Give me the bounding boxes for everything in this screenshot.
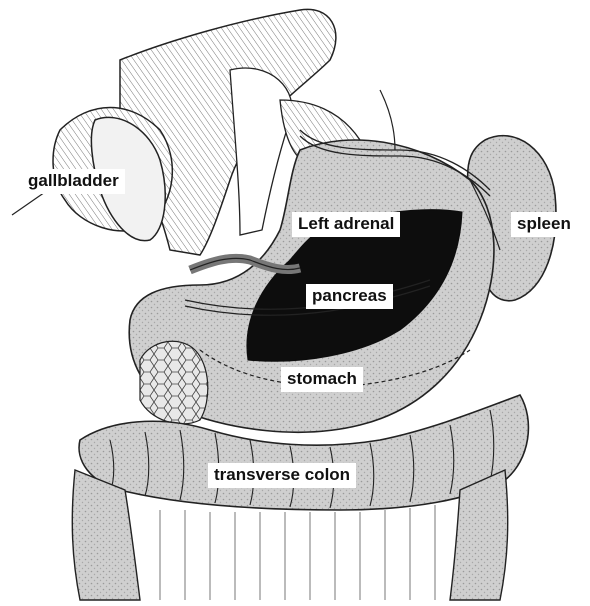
label-stomach: stomach (281, 367, 363, 392)
label-pancreas: pancreas (306, 284, 393, 309)
label-gallbladder: gallbladder (22, 169, 125, 194)
mesentery-lines (160, 505, 435, 600)
omentum-region (140, 341, 208, 424)
label-transverse-colon: transverse colon (208, 463, 356, 488)
label-spleen: spleen (511, 212, 577, 237)
label-left-adrenal: Left adrenal (292, 212, 400, 237)
